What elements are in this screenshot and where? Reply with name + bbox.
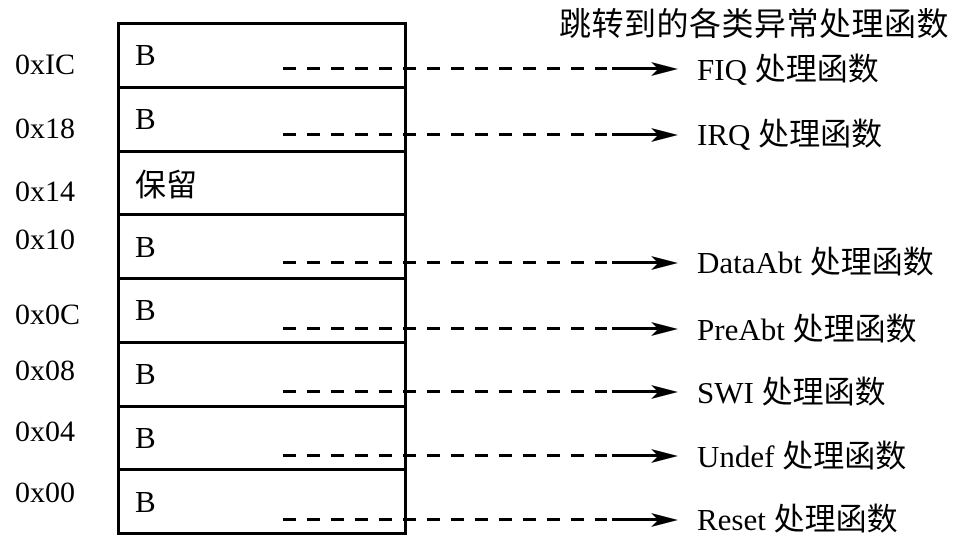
cell-instruction: B bbox=[135, 483, 156, 519]
arrow-dashed-line bbox=[283, 261, 607, 264]
vector-cell-0x18: B bbox=[120, 89, 404, 153]
handler-label-irq: IRQ 处理函数 bbox=[697, 117, 883, 152]
arrow-solid-line bbox=[612, 67, 658, 70]
vector-table-box: B B 保留 B B B B B bbox=[117, 22, 407, 535]
address-label-0x18: 0x18 bbox=[15, 112, 75, 145]
handler-label-swi: SWI 处理函数 bbox=[697, 375, 886, 410]
vector-cell-0x00: B bbox=[120, 471, 404, 532]
arrow-dashed-line bbox=[283, 327, 607, 330]
handler-label-undef: Undef 处理函数 bbox=[697, 439, 907, 474]
arrow-solid-line bbox=[612, 261, 658, 264]
arrow-solid-line bbox=[612, 327, 658, 330]
arrow-dashed-line bbox=[283, 133, 607, 136]
cell-instruction: 保留 bbox=[135, 168, 197, 204]
handler-label-fiq: FIQ 处理函数 bbox=[697, 52, 879, 87]
address-label-0x1c: 0xIC bbox=[15, 48, 75, 81]
branch-arrow-fiq bbox=[283, 61, 678, 77]
address-label-0x04: 0x04 bbox=[15, 415, 75, 448]
address-label-0x08: 0x08 bbox=[15, 354, 75, 387]
handler-label-preabt: PreAbt 处理函数 bbox=[697, 312, 917, 347]
cell-instruction: B bbox=[135, 228, 156, 264]
arrow-dashed-line bbox=[283, 454, 607, 457]
handler-label-reset: Reset 处理函数 bbox=[697, 502, 898, 537]
vector-cell-0x14-reserved: 保留 bbox=[120, 153, 404, 217]
branch-arrow-preabt bbox=[283, 321, 678, 337]
arrow-solid-line bbox=[612, 454, 658, 457]
address-label-0x00: 0x00 bbox=[15, 476, 75, 509]
diagram-title: 跳转到的各类异常处理函数 bbox=[559, 6, 950, 42]
address-label-0x0c: 0x0C bbox=[15, 298, 81, 331]
branch-arrow-irq bbox=[283, 127, 678, 143]
arrow-solid-line bbox=[612, 390, 658, 393]
cell-instruction: B bbox=[135, 419, 156, 455]
cell-instruction: B bbox=[135, 101, 156, 137]
vector-cell-0x08: B bbox=[120, 344, 404, 408]
vector-cell-0x10: B bbox=[120, 216, 404, 280]
vector-cell-0x04: B bbox=[120, 408, 404, 472]
cell-instruction: B bbox=[135, 356, 156, 392]
branch-arrow-reset bbox=[283, 512, 678, 528]
branch-arrow-swi bbox=[283, 384, 678, 400]
vector-cell-0x1c: B bbox=[120, 25, 404, 89]
cell-instruction: B bbox=[135, 292, 156, 328]
arrow-dashed-line bbox=[283, 518, 607, 521]
arrow-dashed-line bbox=[283, 67, 607, 70]
arrow-dashed-line bbox=[283, 390, 607, 393]
arrow-solid-line bbox=[612, 518, 658, 521]
branch-arrow-dataabt bbox=[283, 255, 678, 271]
address-label-0x14: 0x14 bbox=[15, 175, 75, 208]
branch-arrow-undef bbox=[283, 448, 678, 464]
handler-label-dataabt: DataAbt 处理函数 bbox=[697, 245, 934, 280]
address-label-0x10: 0x10 bbox=[15, 223, 75, 256]
cell-instruction: B bbox=[135, 37, 156, 73]
vector-cell-0x0c: B bbox=[120, 280, 404, 344]
arrow-solid-line bbox=[612, 133, 658, 136]
